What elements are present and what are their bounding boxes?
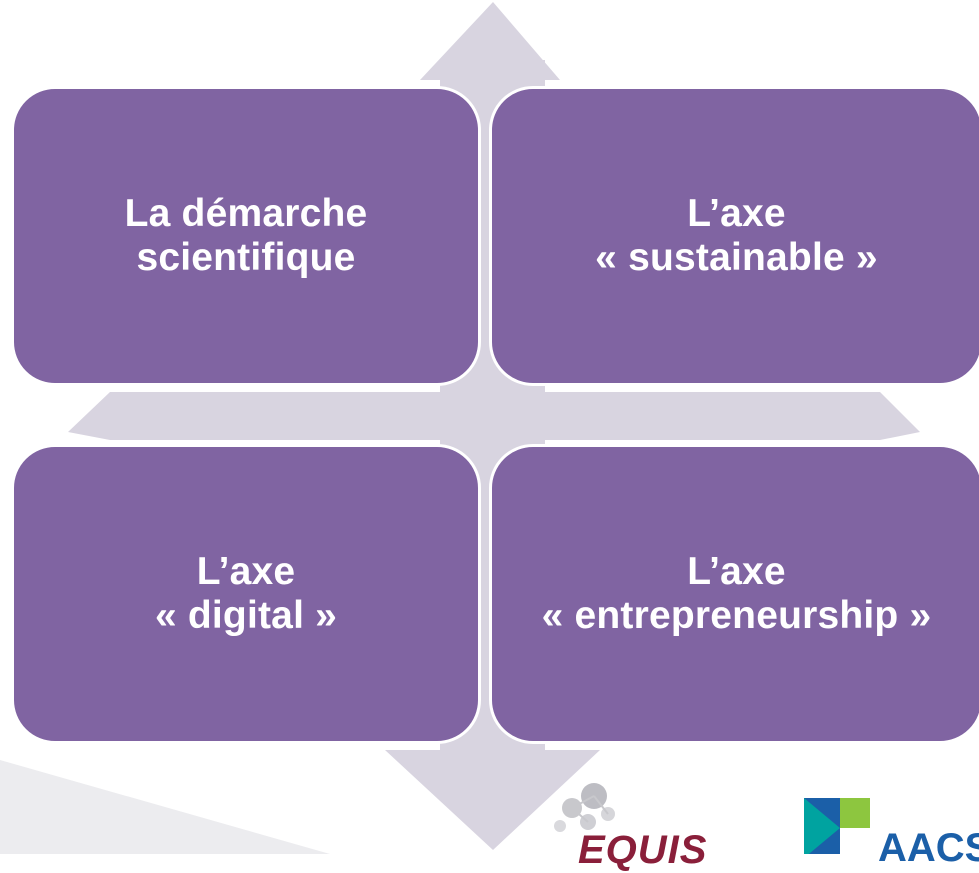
quadrant-sustainable-axis: L’axe « sustainable » xyxy=(489,86,979,386)
quadrant-scientific-approach: La démarche scientifique xyxy=(11,86,481,386)
diamond-arrow-bottom xyxy=(385,750,600,850)
quadrant-label: L’axe « entrepreneurship » xyxy=(541,550,932,637)
quadrant-label: La démarche scientifique xyxy=(124,192,368,279)
quadrant-label: L’axe « sustainable » xyxy=(595,192,878,279)
quadrant-label: L’axe « digital » xyxy=(154,550,338,637)
background-sweep xyxy=(0,760,330,854)
quadrant-entrepreneurship-axis: L’axe « entrepreneurship » xyxy=(489,444,979,744)
quadrant-digital-axis: L’axe « digital » xyxy=(11,444,481,744)
